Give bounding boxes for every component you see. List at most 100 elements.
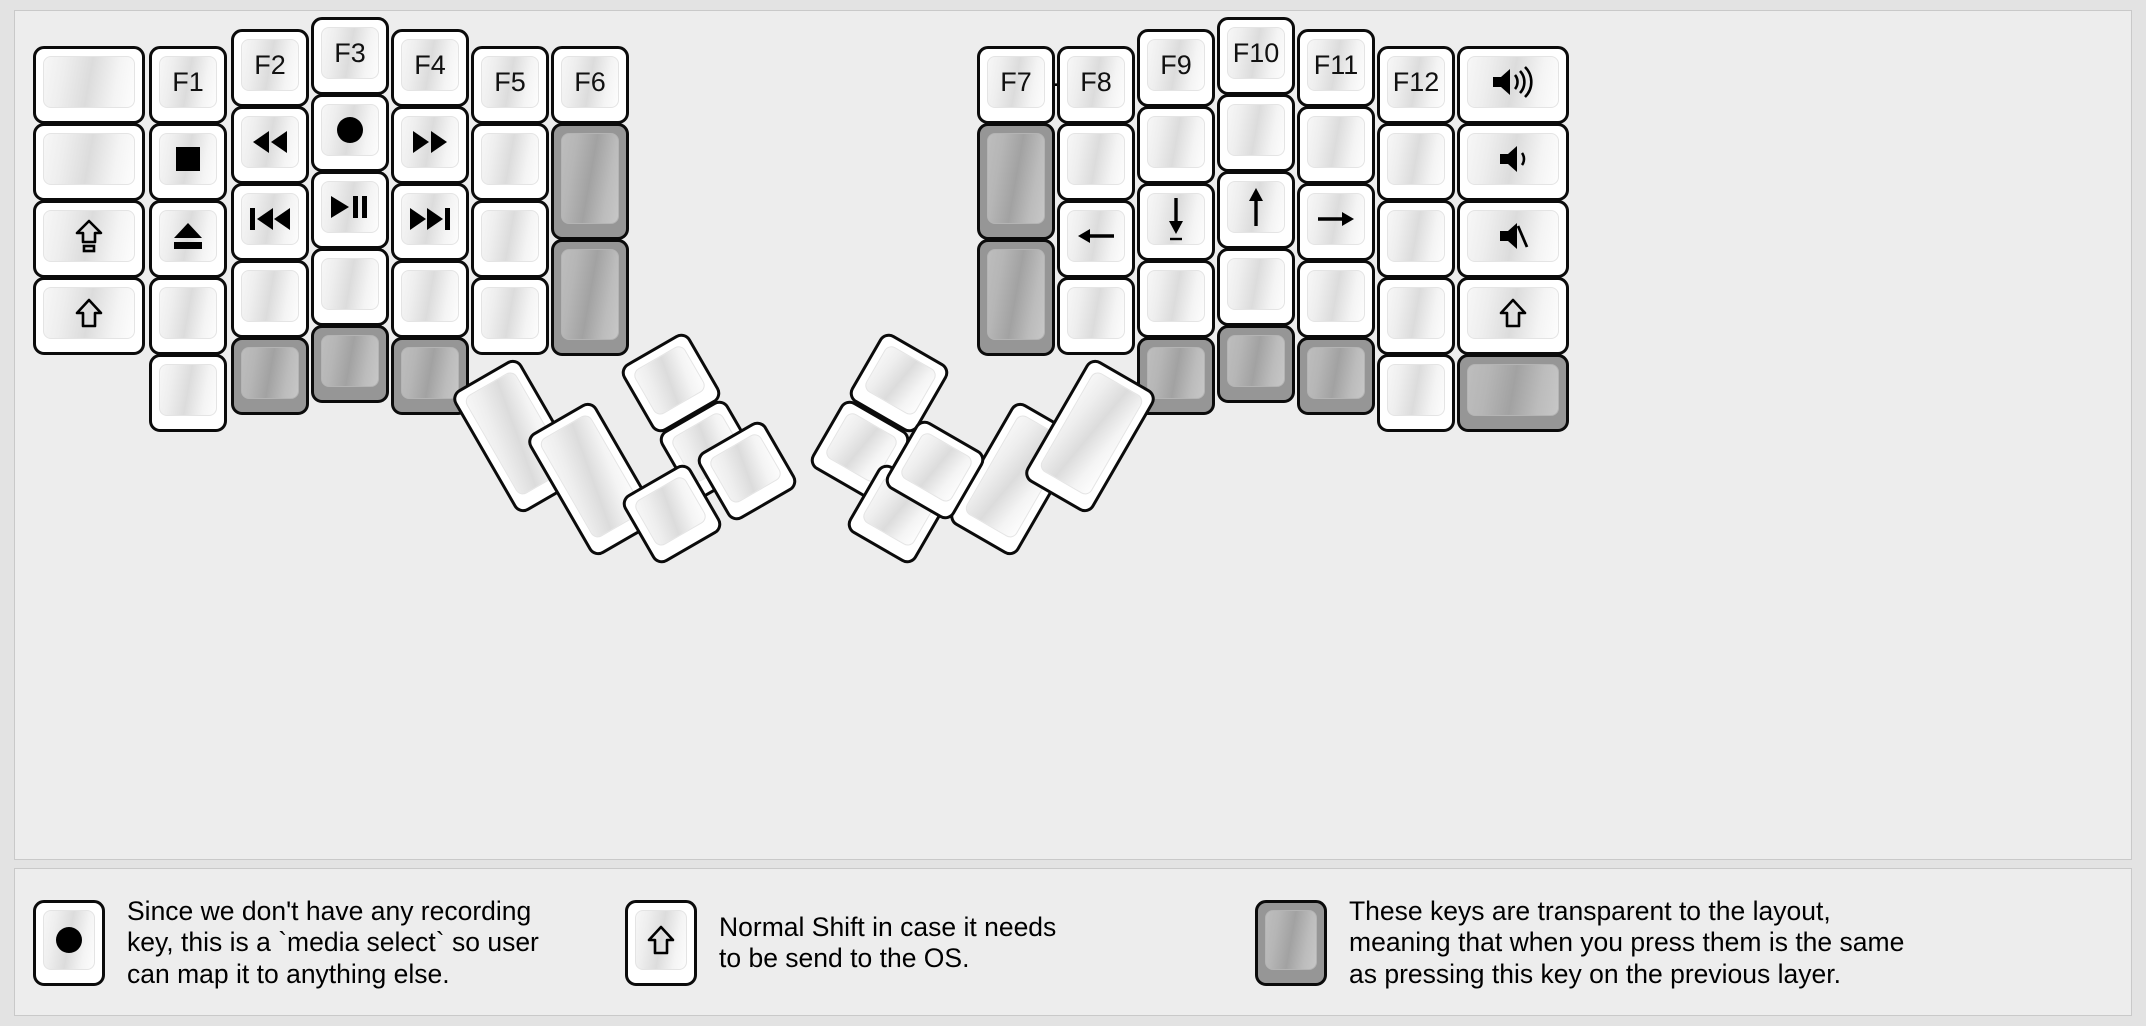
keycap-right-col-index-4[interactable] — [1137, 337, 1215, 415]
keycap-left-col-index-1[interactable] — [391, 106, 469, 184]
keycap-left-col-index-3[interactable] — [391, 260, 469, 338]
keycap-right-col-ring-3[interactable] — [1297, 260, 1375, 338]
keycap-right-col-inner-most-1[interactable] — [977, 123, 1055, 240]
keycap-face — [1387, 287, 1445, 339]
keycap-right-col-pinky-outer-4[interactable] — [1457, 354, 1569, 432]
keycap-right-col-pinky-1[interactable] — [1377, 123, 1455, 201]
keycap-left-col-ring-1-2[interactable] — [231, 183, 309, 261]
keycap-left-col-pinky-3[interactable] — [149, 277, 227, 355]
stop-icon — [174, 145, 202, 173]
keycap-left-col-ring-1-0[interactable]: F2 — [231, 29, 309, 107]
keycap-right-col-index-2[interactable] — [1137, 183, 1215, 261]
keycap-face — [987, 249, 1045, 340]
keycap-left-col-middle-1[interactable] — [311, 94, 389, 172]
keycap-face — [561, 56, 619, 108]
keycap-face — [321, 258, 379, 310]
keycap-left-col-index-inner-3[interactable] — [471, 277, 549, 355]
keycap-face — [537, 412, 646, 541]
keycap-face — [241, 116, 299, 168]
eject-icon — [172, 221, 204, 251]
keycap-face — [159, 287, 217, 339]
keycap-face — [631, 343, 708, 418]
keycap-face — [862, 343, 939, 418]
keycap-face — [43, 287, 135, 339]
keycap-left-col-index-inner-0[interactable]: F5 — [471, 46, 549, 124]
keycap-left-col-ring-1-1[interactable] — [231, 106, 309, 184]
keycap-right-col-index-inner-0[interactable]: F8 — [1057, 46, 1135, 124]
keycap-right-col-middle-2[interactable] — [1217, 171, 1295, 249]
keycap-right-col-pinky-outer-1[interactable] — [1457, 123, 1569, 201]
keycap-left-col-index-0[interactable]: F4 — [391, 29, 469, 107]
keycap-left-col-ring-1-3[interactable] — [231, 260, 309, 338]
keycap-face — [321, 27, 379, 79]
legend-panel: Since we don't have any recording key, t… — [14, 868, 2132, 1016]
keycap-face — [1467, 287, 1559, 339]
record-dot-icon — [52, 923, 86, 957]
keycap-face — [1227, 335, 1285, 387]
keycap-face — [1307, 347, 1365, 399]
keycap-right-col-index-3[interactable] — [1137, 260, 1215, 338]
keycap-left-col-middle-0[interactable]: F3 — [311, 17, 389, 95]
keycap-right-col-ring-1[interactable] — [1297, 106, 1375, 184]
keycap-left-col-pinky-outer-0[interactable] — [33, 46, 145, 124]
keycap-right-col-index-1[interactable] — [1137, 106, 1215, 184]
keycap-left-col-inner-most-1[interactable] — [551, 123, 629, 240]
keycap-right-col-index-inner-1[interactable] — [1057, 123, 1135, 201]
keycap-face — [401, 116, 459, 168]
keycap-right-col-inner-most-2[interactable] — [977, 239, 1055, 356]
keycap-face — [1387, 133, 1445, 185]
keycap-face — [43, 56, 135, 108]
keycap-left-col-inner-most-0[interactable]: F6 — [551, 46, 629, 124]
keycap-right-col-middle-4[interactable] — [1217, 325, 1295, 403]
fast-forward-icon — [410, 129, 450, 155]
keycap-face — [1227, 27, 1285, 79]
keycap-right-col-inner-most-0[interactable]: F7 — [977, 46, 1055, 124]
keycap-left-col-index-inner-2[interactable] — [471, 200, 549, 278]
keycap-right-col-ring-4[interactable] — [1297, 337, 1375, 415]
keycap-face — [401, 347, 459, 399]
keycap-face — [159, 56, 217, 108]
keycap-right-col-index-inner-2[interactable] — [1057, 200, 1135, 278]
keycap-right-col-pinky-outer-2[interactable] — [1457, 200, 1569, 278]
keycap-face — [1467, 56, 1559, 108]
keycap-left-col-middle-3[interactable] — [311, 248, 389, 326]
keycap-right-col-ring-2[interactable] — [1297, 183, 1375, 261]
keycap-right-col-middle-1[interactable] — [1217, 94, 1295, 172]
keycap-left-col-pinky-4[interactable] — [149, 354, 227, 432]
keycap-left-col-middle-2[interactable] — [311, 171, 389, 249]
keycap-face — [1387, 364, 1445, 416]
keycap-right-col-pinky-2[interactable] — [1377, 200, 1455, 278]
keycap-right-col-ring-0[interactable]: F11 — [1297, 29, 1375, 107]
keycap-face — [401, 39, 459, 91]
keycap-left-col-middle-4[interactable] — [311, 325, 389, 403]
keycap-left-col-pinky-0[interactable]: F1 — [149, 46, 227, 124]
keycap-right-col-pinky-4[interactable] — [1377, 354, 1455, 432]
keycap-face — [481, 210, 539, 262]
keycap-left-col-pinky-outer-1[interactable] — [33, 123, 145, 201]
keycap-face — [987, 133, 1045, 224]
keycap-right-col-middle-0[interactable]: F10 — [1217, 17, 1295, 95]
keycap-right-col-index-0[interactable]: F9 — [1137, 29, 1215, 107]
keycap-face — [321, 181, 379, 233]
keycap-left-col-index-4[interactable] — [391, 337, 469, 415]
keycap-left-col-index-2[interactable] — [391, 183, 469, 261]
keycap-face — [632, 474, 709, 549]
prev-track-icon — [248, 206, 292, 232]
keycap-face — [561, 249, 619, 340]
keycap-right-col-pinky-outer-0[interactable] — [1457, 46, 1569, 124]
keycap-right-col-pinky-0[interactable]: F12 — [1377, 46, 1455, 124]
keycap-face — [987, 56, 1045, 108]
keycap-right-col-pinky-3[interactable] — [1377, 277, 1455, 355]
keycap-right-col-middle-3[interactable] — [1217, 248, 1295, 326]
keycap-left-col-pinky-2[interactable] — [149, 200, 227, 278]
keycap-left-col-ring-1-4[interactable] — [231, 337, 309, 415]
keycap-face — [401, 270, 459, 322]
keycap-right-col-pinky-outer-3[interactable] — [1457, 277, 1569, 355]
keycap-left-col-pinky-outer-2[interactable] — [33, 200, 145, 278]
keycap-face — [1387, 210, 1445, 262]
keycap-left-col-pinky-1[interactable] — [149, 123, 227, 201]
keycap-left-col-index-inner-1[interactable] — [471, 123, 549, 201]
keycap-left-col-inner-most-2[interactable] — [551, 239, 629, 356]
keycap-left-col-pinky-outer-3[interactable] — [33, 277, 145, 355]
keycap-right-col-index-inner-3[interactable] — [1057, 277, 1135, 355]
